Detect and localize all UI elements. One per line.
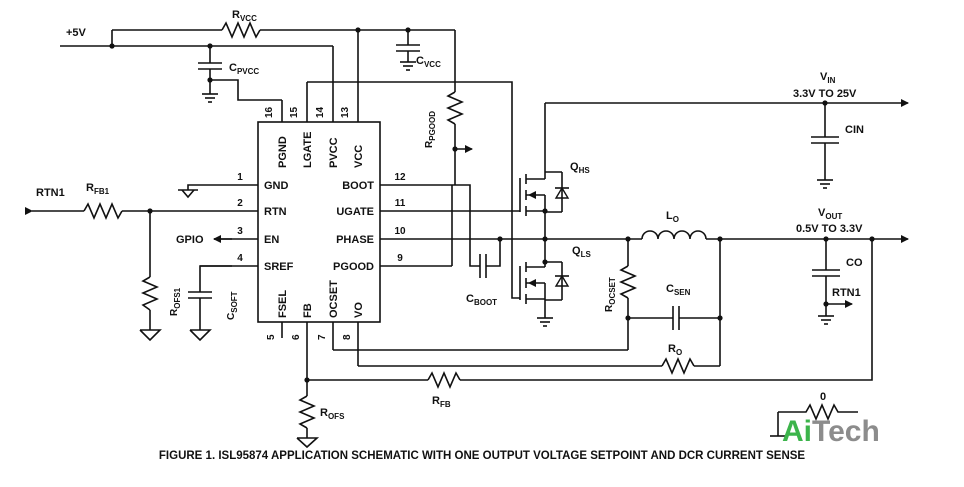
resistor-rofs — [297, 395, 317, 429]
lo-label: LO — [666, 210, 679, 224]
capacitor-co: CO RTN1 — [812, 239, 863, 325]
gpio-label: GPIO — [176, 234, 204, 246]
pin-label-fb: FB — [302, 303, 314, 318]
pin-label-ugate: UGATE — [336, 206, 374, 218]
vin-label: VIN — [820, 71, 836, 85]
resistor-rvcc — [221, 20, 261, 40]
rofs1-label: ROFS1 — [169, 287, 182, 316]
pin-label-rtn: RTN — [264, 206, 287, 218]
capacitor-cin: CIN — [811, 103, 864, 189]
pin-label-pvcc: PVCC — [328, 137, 340, 168]
inductor-lo — [641, 230, 707, 240]
pin-number-5: 5 — [266, 334, 277, 340]
pin-number-3: 3 — [237, 226, 243, 237]
supply-rail: +5V RVCC — [60, 9, 455, 49]
pin-number-12: 12 — [394, 172, 406, 183]
pin-number-10: 10 — [394, 226, 406, 237]
co-label: CO — [846, 257, 863, 269]
vin-range-label: 3.3V TO 25V — [793, 88, 857, 100]
pin-label-gnd: GND — [264, 180, 289, 192]
capacitor-cpvcc: CPVCC — [198, 43, 259, 103]
gnd-pin-ground — [178, 184, 232, 199]
pin-number-15: 15 — [289, 106, 300, 118]
pin-label-boot: BOOT — [342, 180, 374, 192]
csen-label: CSEN — [666, 283, 691, 297]
vout-range-label: 0.5V TO 3.3V — [796, 223, 863, 235]
fb-network: RFB — [304, 239, 873, 409]
rtn1-right-label: RTN1 — [832, 287, 861, 299]
pin-number-16: 16 — [264, 106, 275, 118]
pin-number-11: 11 — [395, 198, 406, 209]
pin-number-9: 9 — [397, 253, 403, 264]
pin-number-8: 8 — [342, 334, 353, 340]
ic-right-pins: 12 11 10 9 BOOT UGATE PHASE PGOOD — [333, 172, 545, 273]
rtn1-left-label: RTN1 — [36, 187, 65, 199]
pin-label-en: EN — [264, 234, 279, 246]
ro-label: RO — [668, 343, 682, 357]
rofs-network: ROFS — [296, 380, 345, 449]
rfb-label: RFB — [432, 395, 451, 409]
vin-rail: VIN 3.3V TO 25V — [545, 71, 909, 107]
figure-caption: FIGURE 1. ISL95874 APPLICATION SCHEMATIC… — [159, 450, 806, 462]
rofs1-network: ROFS1 — [139, 211, 182, 342]
resistor-zero-ohm: 0 — [770, 391, 858, 437]
ic-bottom-pins: 5 6 7 8 FSEL FB OCSET VO — [266, 280, 365, 380]
pin-number-1: 1 — [237, 172, 243, 183]
capacitor-csoft: CSOFT — [188, 265, 239, 342]
pin-number-2: 2 — [237, 198, 243, 209]
resistor-rfb1 — [83, 201, 123, 221]
ic-top-pins: 16 15 14 13 PGND LGATE PVCC VCC — [264, 30, 365, 168]
pin-number-13: 13 — [340, 106, 351, 118]
pin-label-pgood: PGOOD — [333, 261, 374, 273]
lgate-wire — [307, 81, 520, 299]
ic-left-pins: 1 2 3 4 GND RTN EN SREF — [150, 172, 294, 273]
resistor-rocset: ROCSET — [604, 239, 638, 350]
rpgood-label: RPGOOD — [424, 111, 437, 148]
pgnd-wire — [210, 79, 282, 101]
pin-label-phase: PHASE — [336, 234, 374, 246]
pin-label-fsel: FSEL — [277, 290, 289, 318]
cpvcc-label: CPVCC — [229, 62, 259, 76]
zero-ohm-label: 0 — [820, 391, 826, 403]
pin-label-sref: SREF — [264, 261, 294, 273]
pin-label-lgate: LGATE — [302, 132, 314, 168]
rofs-label: ROFS — [320, 407, 345, 421]
pin-number-7: 7 — [317, 334, 328, 340]
pin-label-vo: VO — [353, 302, 365, 318]
cboot-label: CBOOT — [466, 293, 497, 307]
resistor-rfb — [427, 370, 461, 390]
rvcc-label: RVCC — [232, 9, 257, 23]
rocset-label: ROCSET — [604, 277, 617, 312]
pin-label-pgnd: PGND — [277, 136, 289, 168]
resistor-rofs1 — [140, 276, 160, 311]
pin-number-4: 4 — [237, 253, 243, 264]
gpio-net: GPIO — [176, 234, 232, 246]
capacitor-csen: CSEN — [625, 239, 723, 366]
cin-label: CIN — [845, 124, 864, 136]
pin-label-ocset: OCSET — [328, 280, 340, 318]
cvcc-label: CVCC — [416, 55, 441, 69]
supply-label: +5V — [66, 27, 87, 39]
pin-label-vcc: VCC — [353, 145, 365, 168]
rfb1-label: RFB1 — [86, 182, 110, 196]
pin-number-14: 14 — [315, 106, 326, 118]
ic-body — [257, 121, 381, 323]
pin-number-6: 6 — [291, 334, 302, 340]
mosfet-qhs: QHS — [519, 103, 590, 239]
csoft-label: CSOFT — [226, 291, 239, 320]
qls-label: QLS — [572, 245, 591, 259]
watermark-logo: AiTech — [782, 415, 880, 448]
capacitor-cvcc: CVCC — [396, 30, 441, 71]
vout-label: VOUT — [818, 207, 842, 221]
qhs-label: QHS — [570, 161, 590, 175]
phase-to-inductor: LO VOUT 0.5V TO 3.3V — [545, 207, 909, 243]
resistor-rpgood: RPGOOD — [424, 30, 473, 185]
rfb1-network: RTN1 RFB1 — [25, 182, 153, 221]
resistor-ro: RO — [358, 343, 720, 376]
capacitor-cboot: CBOOT — [455, 184, 503, 307]
mosfet-qls: QLS — [519, 239, 591, 327]
